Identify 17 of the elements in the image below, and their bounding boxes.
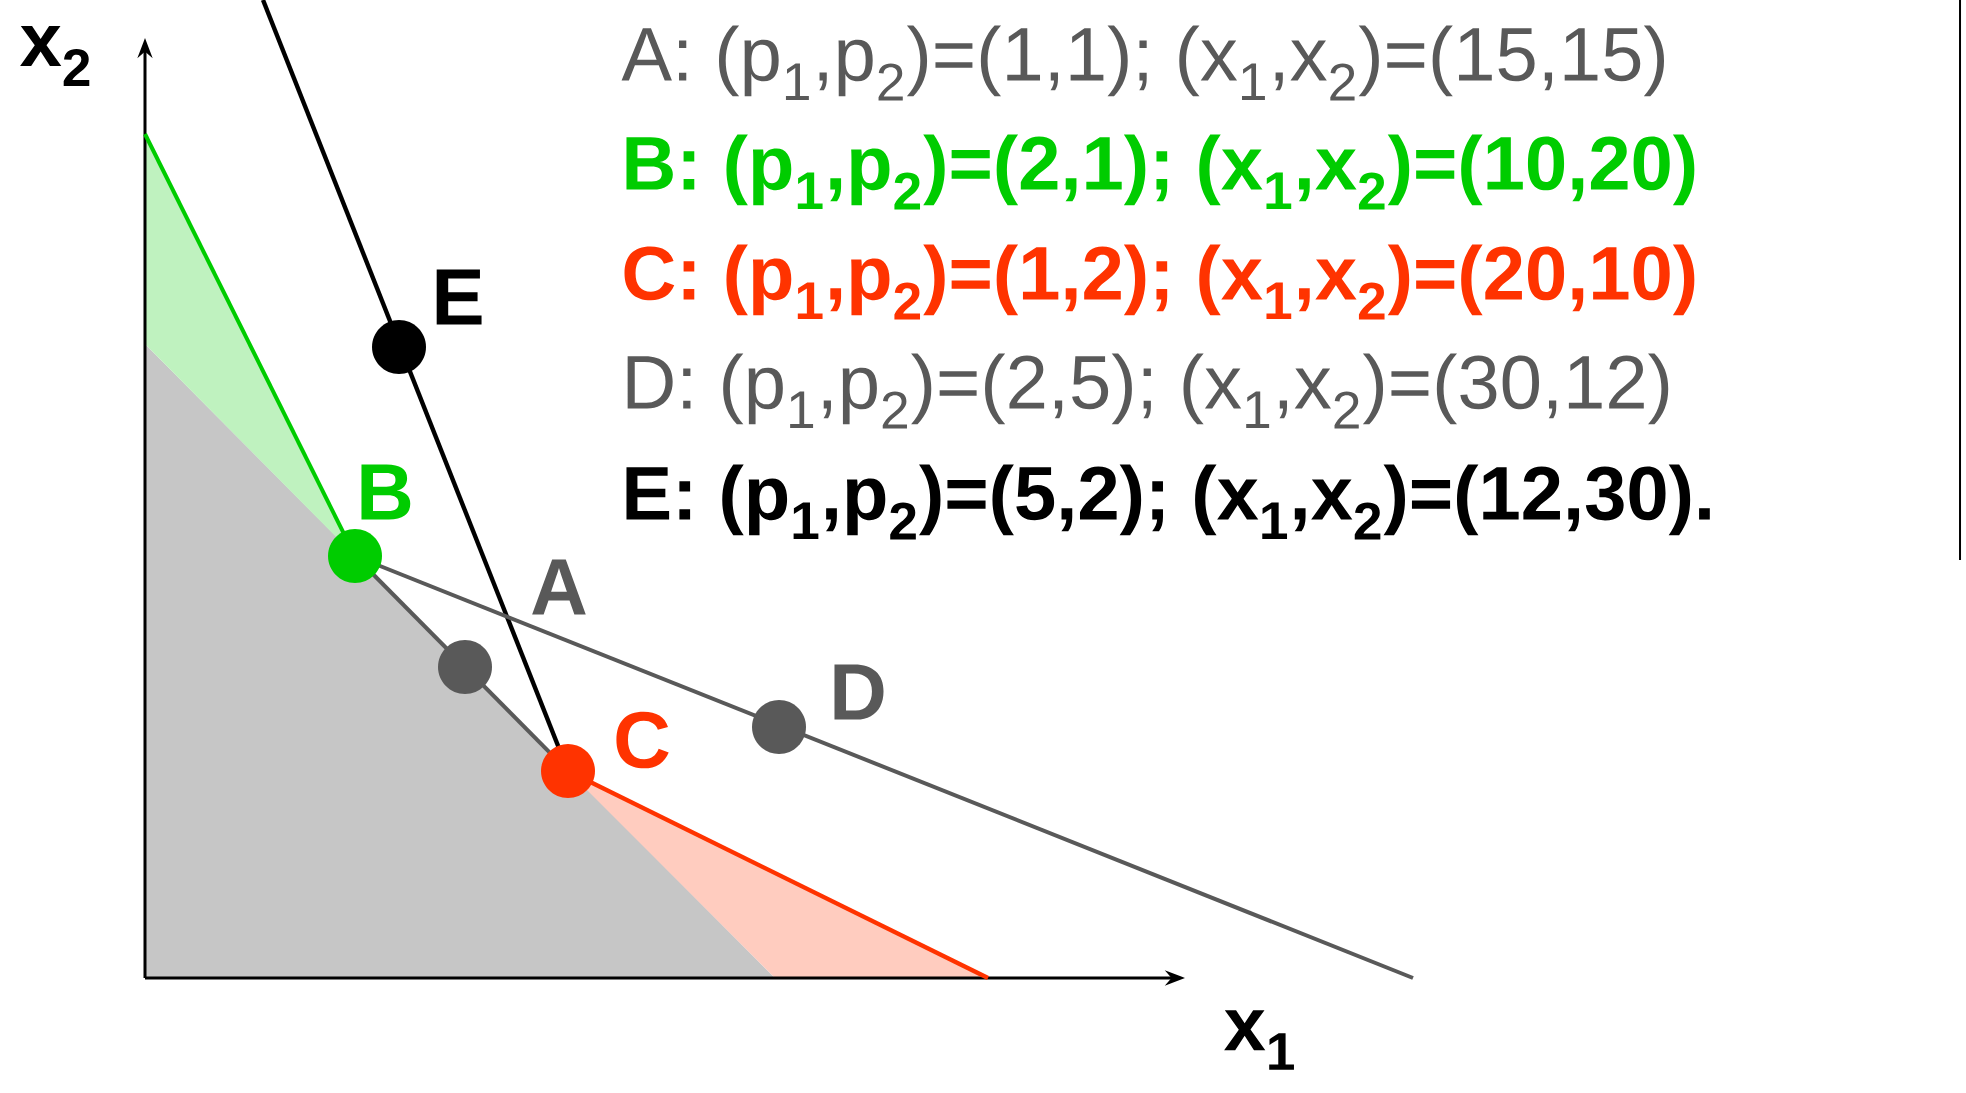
point-label: E — [436, 269, 482, 325]
data-point — [372, 320, 426, 374]
point-label: D — [834, 664, 884, 720]
data-row: B: (p$_{1}$,p$_{2}$)=(2,1); (x$_{1}$,x$_{2}$)=(10,20) — [626, 134, 1695, 210]
data-row: C: (p$_{1}$,p$_{2}$)=(1,2); (x$_{1}$,x$_{2}$)=(20,10) — [624, 244, 1695, 320]
data-row: D: (p$_{1}$,p$_{2}$)=(2,5); (x$_{1}$,x$_{2}$)=(30,12) — [627, 353, 1669, 429]
point-label: A — [532, 559, 586, 615]
axis-label: x$_{1}$ — [1224, 1010, 1294, 1070]
data-point — [328, 529, 382, 583]
data-point — [438, 640, 492, 694]
point-label: B — [361, 464, 411, 520]
data-row: A: (p$_{1}$,p$_{2}$)=(1,1); (x$_{1}$,x$_{2}$)=(15,15) — [621, 25, 1664, 101]
data-row: E: (p$_{1}$,p$_{2}$)=(5,2); (x$_{1}$,x$_{2}$)=(12,30). — [626, 464, 1710, 540]
data-point — [541, 744, 595, 798]
data-point — [752, 700, 806, 754]
point-label: C — [616, 711, 669, 769]
axis-label: x$_{2}$ — [20, 25, 90, 87]
